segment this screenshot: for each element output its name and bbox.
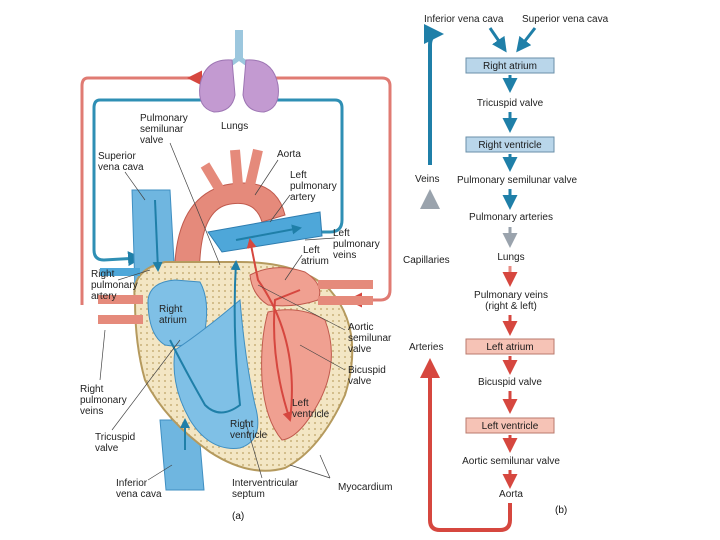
label-left-atrium-1: Left (303, 245, 320, 256)
label-right-ventricle-2: ventricle (230, 430, 268, 441)
label-aorta: Aorta (277, 149, 301, 160)
label-left-pulmonary-artery-1: Left (290, 170, 307, 181)
label-right-pulmonary-veins-3: veins (80, 406, 103, 417)
heart-illustration (80, 30, 392, 491)
label-tricuspid-valve-1: Tricuspid (95, 432, 135, 443)
panel-a-tag: (a) (232, 511, 244, 522)
label-right-pulmonary-artery-2: pulmonary (91, 280, 138, 291)
flow-tricuspid-valve: Tricuspid valve (477, 98, 544, 109)
aorta-shape (174, 182, 286, 291)
label-left-pulmonary-veins-3: veins (333, 250, 356, 261)
flow-pulmonary-veins-1: Pulmonary veins (474, 290, 548, 301)
flow-capillaries: Capillaries (403, 255, 450, 266)
label-inferior-vena-cava-2: vena cava (116, 489, 162, 500)
flow-pulmonary-arteries: Pulmonary arteries (469, 212, 553, 223)
systemic-loop-red-left (80, 76, 205, 305)
label-left-atrium-2: atrium (301, 256, 329, 267)
label-aortic-semilunar-valve-1: Aortic (348, 322, 374, 333)
label-pulmonary-semilunar-valve-3: valve (140, 135, 164, 146)
panel-b-tag: (b) (555, 505, 567, 516)
flow-left-ventricle: Left ventricle (482, 421, 539, 432)
label-superior-vena-cava-1: Superior (98, 151, 136, 162)
flow-superior-vena-cava: Superior vena cava (522, 14, 609, 25)
flow-aorta: Aorta (499, 489, 523, 500)
flow-right-ventricle-box (465, 136, 555, 153)
flow-left-ventricle-box (465, 417, 555, 434)
lungs-illustration (199, 30, 279, 113)
pulmonary-veins-shapes (98, 268, 373, 324)
flow-right-ventricle: Right ventricle (478, 140, 542, 151)
flow-chart: Inferior vena cava Superior vena cava Ri… (403, 14, 609, 532)
systemic-loop-red-right (275, 76, 392, 308)
panel-a-labels: Lungs Pulmonary semilunar valve Aorta Su… (80, 113, 392, 522)
label-lungs: Lungs (221, 121, 248, 132)
label-inferior-vena-cava-1: Inferior (116, 478, 148, 489)
flow-veins-to-top (423, 24, 444, 165)
flow-aortic-semilunar-valve: Aortic semilunar valve (462, 456, 560, 467)
flow-left-atrium-box (465, 338, 555, 355)
label-aortic-semilunar-valve-2: semilunar (348, 333, 392, 344)
label-superior-vena-cava-2: vena cava (98, 162, 144, 173)
flow-pulmonary-semilunar-valve: Pulmonary semilunar valve (457, 175, 577, 186)
flow-right-atrium: Right atrium (483, 61, 537, 72)
flow-arteries: Arteries (409, 342, 443, 353)
label-left-pulmonary-veins-2: pulmonary (333, 239, 380, 250)
label-left-ventricle-1: Left (292, 398, 309, 409)
flow-inferior-vena-cava: Inferior vena cava (424, 14, 504, 25)
label-pulmonary-semilunar-valve-1: Pulmonary (140, 113, 188, 124)
label-right-pulmonary-veins-2: pulmonary (80, 395, 127, 406)
flow-pulmonary-veins-2: (right & left) (485, 301, 537, 312)
label-bicuspid-valve-1: Bicuspid (348, 365, 386, 376)
label-aortic-semilunar-valve-3: valve (348, 344, 372, 355)
label-left-pulmonary-artery-3: artery (290, 192, 316, 203)
label-right-atrium-2: atrium (159, 315, 187, 326)
flow-lungs: Lungs (497, 252, 524, 263)
label-left-ventricle-2: ventricle (292, 409, 330, 420)
flow-return-loop (420, 358, 512, 532)
label-right-pulmonary-veins-1: Right (80, 384, 104, 395)
label-left-pulmonary-veins-1: Left (333, 228, 350, 239)
flow-right-atrium-box (465, 57, 555, 74)
label-right-ventricle-1: Right (230, 419, 254, 430)
label-pulmonary-semilunar-valve-2: semilunar (140, 124, 184, 135)
label-right-pulmonary-artery-3: artery (91, 291, 117, 302)
label-interventricular-septum-1: Interventricular (232, 478, 299, 489)
label-tricuspid-valve-2: valve (95, 443, 119, 454)
flow-left-atrium: Left atrium (486, 342, 533, 353)
right-ventricle-shape (173, 298, 259, 449)
label-right-atrium-1: Right (159, 304, 183, 315)
pulmonary-trunk-shape (207, 211, 323, 253)
label-myocardium: Myocardium (338, 482, 392, 493)
systemic-loop-blue-right (260, 98, 344, 234)
systemic-loop-blue-left (92, 98, 210, 267)
flow-bicuspid-valve: Bicuspid valve (478, 377, 542, 388)
label-left-pulmonary-artery-2: pulmonary (290, 181, 337, 192)
flow-veins: Veins (415, 174, 439, 185)
label-interventricular-septum-2: septum (232, 489, 265, 500)
label-bicuspid-valve-2: valve (348, 376, 372, 387)
label-right-pulmonary-artery-1: Right (91, 269, 115, 280)
